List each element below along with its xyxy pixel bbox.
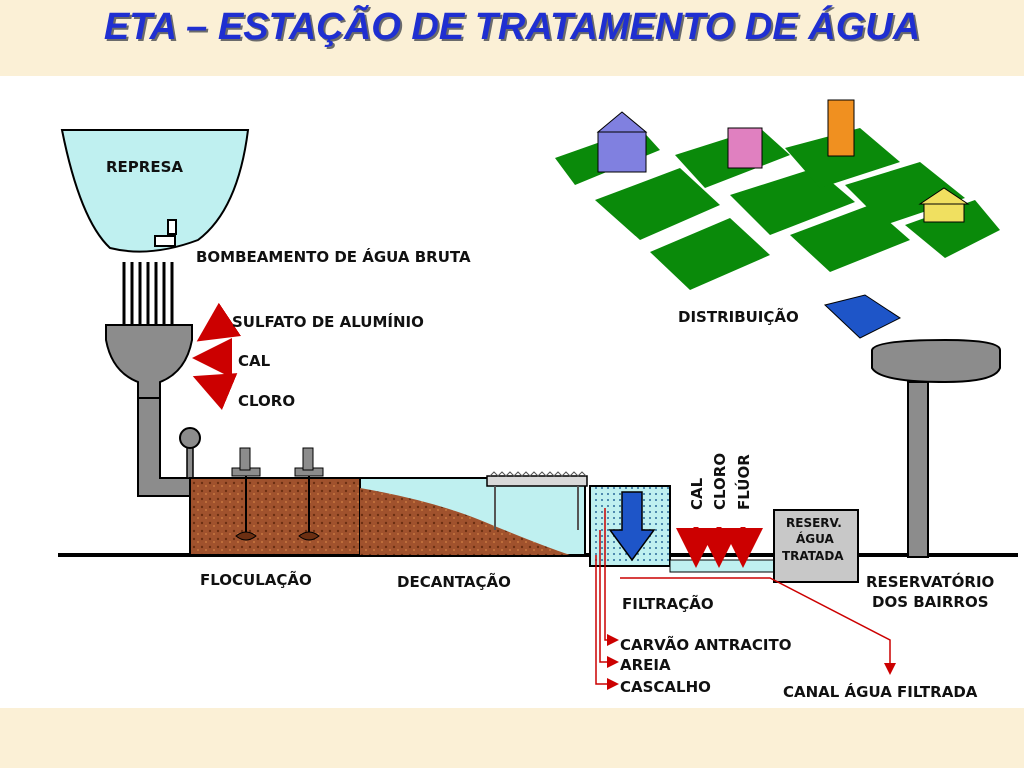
label-canal: CANAL ÁGUA FILTRADA [783,682,978,701]
settled-sludge [360,488,570,555]
label-reserv-line1: RESERV. [786,516,842,530]
label-distribuicao: DISTRIBUIÇÃO [678,307,799,326]
title-band [0,0,1024,76]
mixing-funnel [105,324,193,399]
flocculation-tank [189,477,361,556]
label-vert-fluor: FLÚOR [734,454,753,510]
decanter-cover [486,471,588,530]
label-reserv-line2: ÁGUA [796,531,835,546]
filter-flow-arrow-icon [608,491,656,562]
label-areia: AREIA [620,656,671,674]
label-reservatorio-line1: RESERVATÓRIO [866,572,994,591]
ground-line-right [858,553,1018,557]
water-tower [871,338,1001,558]
chemical-arrows [192,302,242,410]
label-vert-cloro: CLORO [711,453,729,510]
footer-band [0,708,1024,768]
label-sulfato: SULFATO DE ALUMÍNIO [232,312,424,331]
label-cal: CAL [238,352,271,370]
small-house-icon [923,201,965,223]
distribution-pipe-icon [823,294,902,339]
post-treatment-arrows [676,527,763,568]
label-reservatorio-line2: DOS BAIRROS [872,593,989,611]
filter-layer-lines [595,508,896,690]
label-cascalho: CASCALHO [620,678,711,696]
pump-icon [167,219,177,235]
label-reserv-line3: TRATADA [782,549,844,563]
valve-icon [179,427,201,449]
label-vert-cal: CAL [688,477,706,510]
church-icon [597,131,647,173]
tower-building-icon [827,99,855,157]
label-filtracao: FILTRAÇÃO [622,594,714,613]
label-cloro: CLORO [238,392,295,410]
reservoir-basin [60,129,250,253]
mixer-paddles [231,447,324,541]
city-map [555,99,1000,290]
treated-water-channel [669,559,775,573]
house-icon [727,127,763,169]
label-represa: REPRESA [106,158,183,176]
treated-reservoir-box [773,509,859,583]
label-bombeamento: BOMBEAMENTO DE ÁGUA BRUTA [196,247,471,266]
label-decantacao: DECANTAÇÃO [397,572,511,591]
label-floculacao: FLOCULAÇÃO [200,570,312,589]
page-title: ETA – ESTAÇÃO DE TRATAMENTO DE ÁGUA [103,6,921,48]
label-carvao: CARVÃO ANTRACITO [620,635,791,654]
pump-pipes [120,262,178,324]
